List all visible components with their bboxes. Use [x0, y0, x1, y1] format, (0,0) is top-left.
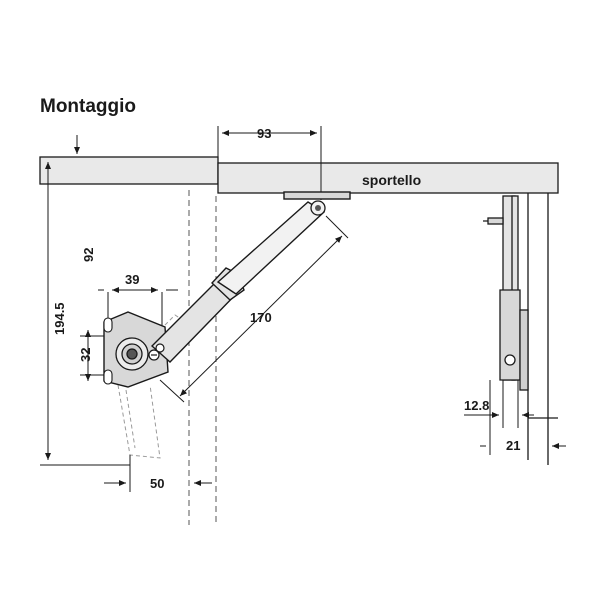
dimension-12-8-label: 12.8 [464, 398, 489, 413]
door-panel [217, 162, 559, 194]
stay-rod [216, 201, 326, 295]
dimension-32-label: 32 [78, 348, 93, 362]
dimension-170 [159, 215, 349, 403]
construction-lines [188, 190, 217, 525]
door-pivot-center [315, 205, 321, 211]
cabinet-top-panel [39, 156, 219, 185]
door-label: sportello [362, 172, 421, 188]
side-view-cabinet [527, 193, 558, 465]
mounting-slot-icon [103, 317, 113, 385]
dimension-50 [104, 455, 212, 492]
dimension-93 [217, 126, 322, 200]
dimension-21-label: 21 [506, 438, 520, 453]
door-bracket [283, 191, 351, 200]
dimension-21 [480, 380, 566, 455]
dimension-194-5-label: 194.5 [52, 302, 67, 335]
dimension-39-label: 39 [125, 272, 139, 287]
dimension-194-5 [40, 156, 130, 466]
dimension-92-label: 92 [81, 248, 96, 262]
dimension-93-label: 93 [257, 126, 271, 141]
adjuster-screw-icon [148, 349, 160, 361]
dimension-50-label: 50 [150, 476, 164, 491]
dimension-170-label: 170 [250, 310, 272, 325]
base-rivet-icon [155, 343, 165, 353]
pivot-hub [115, 337, 149, 371]
side-view-stay [483, 195, 529, 391]
dimension-12-8 [464, 380, 534, 428]
diagram-title: Montaggio [40, 96, 136, 117]
